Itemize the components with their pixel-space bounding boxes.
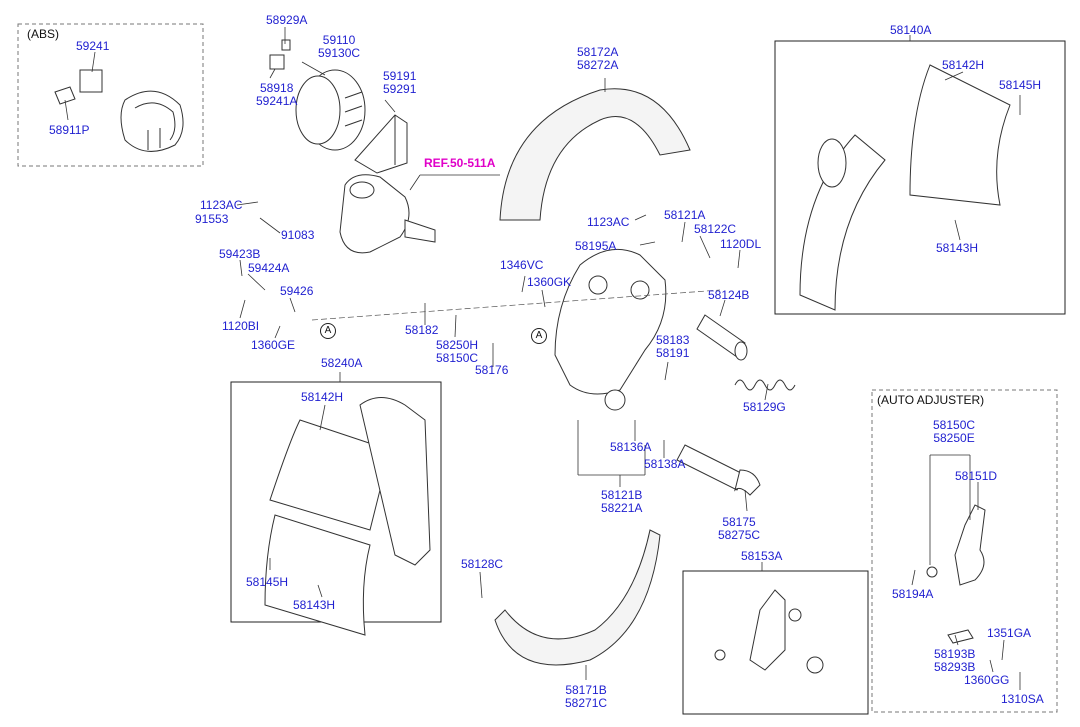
part-label-58153A[interactable]: 58153A [741,549,783,563]
part-number-line: 58250E [933,431,975,445]
part-label-58129G[interactable]: 58129G [743,400,786,414]
part-number-line: 59130C [318,46,361,60]
abs-section-frame [17,23,204,167]
part-number-line: 59291 [383,82,417,96]
part-number-line: 58175 [722,515,756,529]
brake-shoe-top-part [799,64,1011,311]
part-number-line: 58271C [565,696,608,710]
part-label-1360GK[interactable]: 1360GK [527,275,572,289]
part-number-line: 58191 [656,346,690,360]
part-number-line: 58221A [601,501,643,515]
part-number-line: 58272A [577,58,619,72]
brake-chamber-part [269,39,366,151]
part-label-58142H-box[interactable]: 58142H [301,390,344,404]
part-label-58128C[interactable]: 58128C [461,557,504,571]
brake-lining-kit-box-top [774,40,1066,315]
part-label-1351GA[interactable]: 1351GA [987,626,1032,640]
part-label-58194A[interactable]: 58194A [892,587,934,601]
part-number-line: 58250H [436,338,479,352]
part-label-58145H-top[interactable]: 58145H [999,78,1042,92]
part-number-line: 58150C [436,351,479,365]
part-number-line: 58171B [565,683,607,697]
auto-adjuster-section-frame [871,389,1058,713]
axis-dashed-line [311,289,721,321]
reference-label[interactable]: REF.50-511A [424,156,496,170]
part-number-line: 58918 [260,81,294,95]
dust-shield-part [499,88,691,221]
part-label-58140A[interactable]: 58140A [890,23,932,37]
part-label-1360GG[interactable]: 1360GG [964,673,1010,687]
part-number-line: 58150C [933,418,976,432]
part-label-1123AC-left[interactable]: 1123AC [200,198,243,212]
part-label-91553[interactable]: 91553 [195,212,229,226]
chamber-bracket-part [354,114,408,174]
part-label-1120DL[interactable]: 1120DL [720,237,762,251]
part-label-1310SA[interactable]: 1310SA [1001,692,1044,706]
part-label-91083[interactable]: 91083 [281,228,315,242]
part-label-1123AC-mid[interactable]: 1123AC [587,215,630,229]
auto-adjuster-section-label: (AUTO ADJUSTER) [877,393,985,407]
part-number-line: 59191 [383,69,417,83]
part-label-58195A[interactable]: 58195A [575,239,617,253]
lower-dust-shield-part [494,529,661,666]
abs-sensor-part [54,69,184,152]
part-label-58240A[interactable]: 58240A [321,356,363,370]
part-label-1120BI[interactable]: 1120BI [222,319,260,333]
part-label-58151D[interactable]: 58151D [955,469,998,483]
adjuster-assembly-part [714,589,824,674]
part-label-58142H-top[interactable]: 58142H [942,58,985,72]
connector-marker-mid: A [531,328,547,344]
part-label-58124B[interactable]: 58124B [708,288,750,302]
part-label-58121A[interactable]: 58121A [664,208,706,222]
steering-knuckle-part [339,174,436,254]
part-label-58182[interactable]: 58182 [405,323,439,337]
part-number-line: 58275C [718,528,761,542]
cam-roller-part [696,314,748,361]
camshaft-part [676,444,761,496]
part-number-line: 59241A [256,94,298,108]
part-label-59423B[interactable]: 59423B [219,247,261,261]
part-number-line: 58193B [934,647,976,661]
auto-adjuster-part [926,504,986,644]
adjuster-detail-box [682,570,869,715]
part-label-58911P[interactable]: 58911P [49,123,90,137]
part-number-line: 59110 [322,33,356,47]
part-label-58138A[interactable]: 58138A [644,457,686,471]
brake-shoe-lower-part [264,397,431,636]
return-spring-part [734,379,796,391]
leader-lines [64,27,1021,690]
part-label-58143H-box[interactable]: 58143H [293,598,336,612]
part-number-line: 58293B [934,660,976,674]
part-label-58176[interactable]: 58176 [475,363,509,377]
part-label-59426[interactable]: 59426 [280,284,314,298]
part-number-line: 58183 [656,333,690,347]
part-label-59424A[interactable]: 59424A [248,261,290,275]
brake-spider-part [554,248,667,411]
part-number-line: 58121B [601,488,643,502]
part-label-58143H-top[interactable]: 58143H [936,241,979,255]
part-label-58929A[interactable]: 58929A [266,13,308,27]
connector-marker-left: A [320,323,336,339]
part-label-1346VC[interactable]: 1346VC [500,258,544,272]
part-label-58122C[interactable]: 58122C [694,222,737,236]
part-label-1360GE[interactable]: 1360GE [251,338,296,352]
part-label-58136A[interactable]: 58136A [610,440,652,454]
abs-section-label: (ABS) [27,27,60,41]
part-label-58145H-box[interactable]: 58145H [246,575,289,589]
part-label-59241[interactable]: 59241 [76,39,110,53]
part-number-line: 58172A [577,45,619,59]
